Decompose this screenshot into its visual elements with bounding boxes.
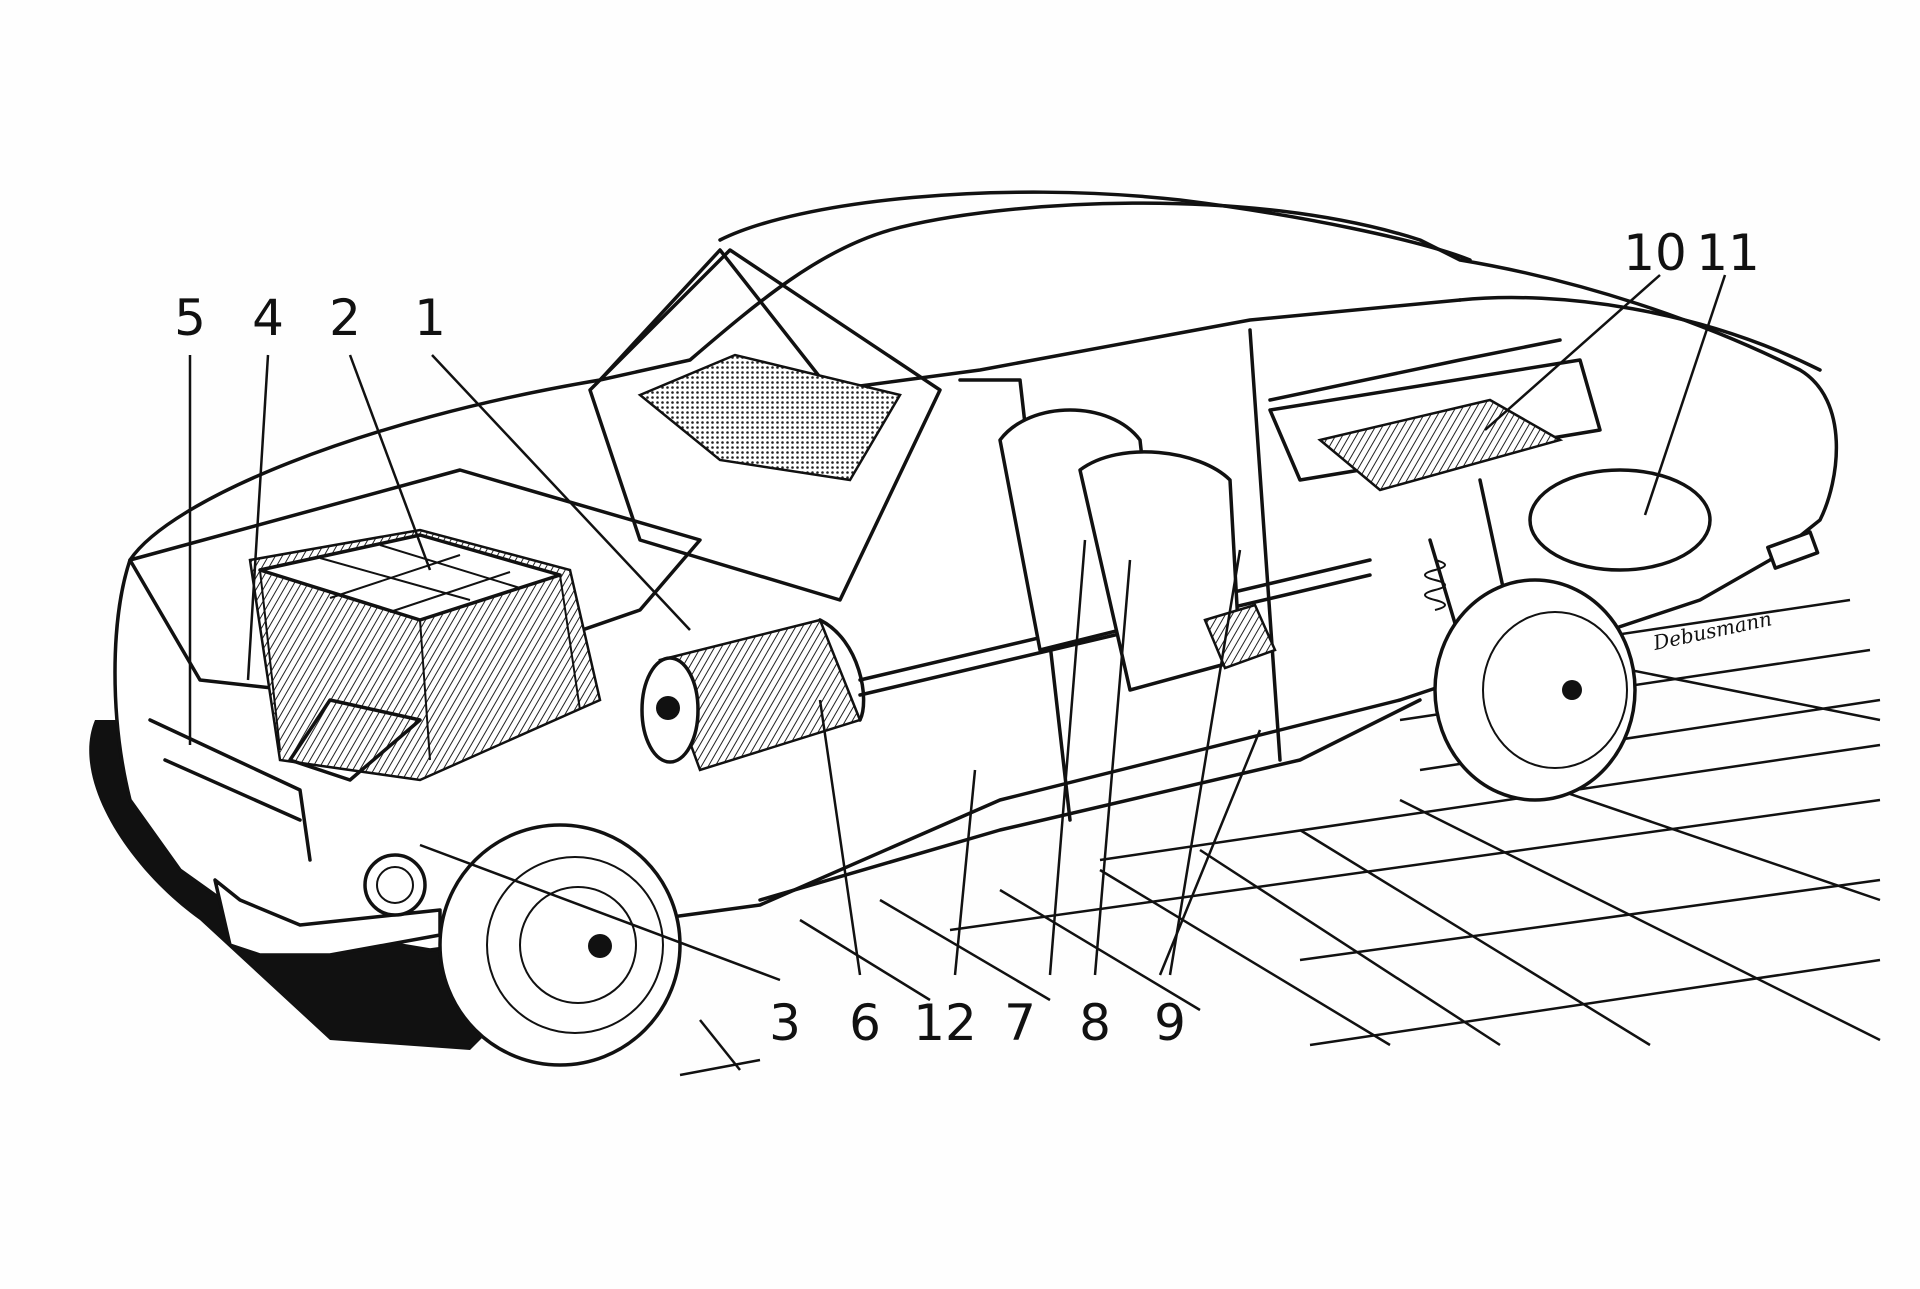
windscreen-interior (637, 353, 902, 482)
callout-5: 5 (174, 289, 206, 347)
callout-11: 11 (1696, 224, 1760, 282)
callout-4: 4 (252, 289, 284, 347)
callout-3: 3 (769, 994, 801, 1052)
control-electronics (1317, 398, 1564, 492)
callout-2: 2 (329, 289, 361, 347)
artist-signature: Debusmann (1650, 606, 1774, 655)
rear-wheel (1433, 578, 1637, 802)
car-body (113, 190, 1839, 957)
callout-labels: 5 4 2 1 3 6 12 7 8 9 10 11 (174, 224, 1760, 1052)
front-wheel (438, 823, 682, 1067)
callout-12: 12 (913, 994, 977, 1052)
electric-motor (640, 618, 866, 772)
callout-8: 8 (1079, 994, 1111, 1052)
leader-lines (188, 274, 1727, 982)
battery-pack (248, 528, 602, 782)
callout-7: 7 (1004, 994, 1036, 1052)
spare-wheel (1528, 468, 1712, 572)
seats (998, 408, 1242, 692)
callout-1: 1 (414, 289, 446, 347)
floor-grid (679, 598, 1881, 1077)
callout-10: 10 (1623, 224, 1687, 282)
callout-9: 9 (1154, 994, 1186, 1052)
callout-6: 6 (849, 994, 881, 1052)
